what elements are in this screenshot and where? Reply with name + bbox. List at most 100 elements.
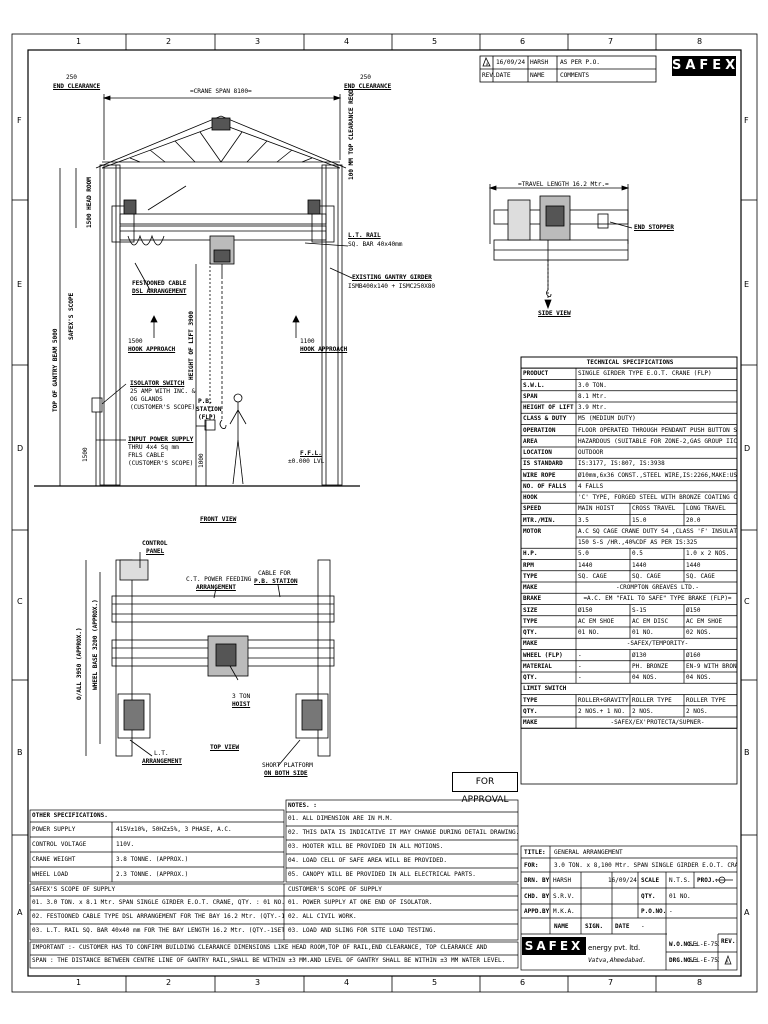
col-label: 8: [697, 978, 703, 987]
for-label: FOR:: [524, 862, 539, 869]
col-label: 3: [255, 978, 261, 987]
spec-motor-row-main-hoist: 5.0: [578, 550, 589, 558]
safex-scope-item: 02. FESTOONED CABLE TYPE DSL ARRANGEMENT…: [32, 913, 284, 920]
important-line2: SPAN : THE DISTANCE BETWEEN CENTRE LINE …: [32, 957, 506, 964]
spec-limit-row-label: TYPE: [523, 696, 538, 704]
note-item: 05. CANOPY WILL BE PROVIDED IN ALL ELECT…: [288, 871, 476, 878]
ffl-level: ±0.000 LVL: [288, 458, 325, 465]
spec-brake-row-label: TYPE: [523, 617, 538, 625]
hook-approach-left-value: 1500: [128, 338, 143, 345]
pb-station-line3: (FLP): [198, 414, 217, 421]
isolator-line4: (CUSTOMER'S SCOPE): [130, 404, 196, 411]
spec-row-value: FLOOR OPERATED THROUGH PENDANT PUSH BUTT…: [578, 426, 737, 434]
festooned-cable-label: FESTOONED CABLE: [132, 280, 187, 287]
spec-motor-row-long-travel: SQ. CAGE: [686, 572, 715, 580]
spec-brake-row-label: QTY.: [523, 629, 538, 636]
spec-motor-row-cross-travel: 1440: [632, 561, 647, 569]
spec-limit-row-long-travel: 2 NOS.: [686, 707, 708, 715]
qty-label: QTY.: [641, 893, 656, 900]
spec-motor-row-cross-travel: 0.5: [632, 550, 643, 558]
spec-motor-row-label: H.P.: [523, 550, 538, 558]
scale-label: SCALE: [641, 877, 660, 884]
spec-make-brake-value: -SAFEX/TEMPORITY-: [626, 640, 689, 648]
spec-motor-row-cross-travel: SQ. CAGE: [632, 572, 661, 580]
spec-make-limit-label: MAKE: [523, 719, 538, 726]
spec-wheel-row-long-travel: EN-9 WITH BRONZE LINING: [686, 662, 737, 670]
drg-label: DRG.NO.:: [669, 957, 697, 964]
spec-brake-row-long-travel: Ø150: [686, 606, 701, 614]
spec-wheel-row-long-travel: 04 NOS.: [686, 674, 712, 681]
notes-title: NOTES. :: [288, 802, 317, 809]
col-label: 7: [608, 978, 614, 987]
isolator-line2: 25 AMP WITH INC. &: [130, 388, 196, 395]
spec-motor-row-label: RPM: [523, 561, 534, 569]
wo-label: W.O.NO.:: [669, 941, 697, 948]
spec-wheel-row-long-travel: Ø160: [686, 651, 701, 659]
spec-speed-row-label: MTR./MIN.: [523, 516, 556, 524]
spec-brake-row-cross-travel: AC EM DISC: [632, 617, 669, 625]
title-value: GENERAL ARRANGEMENT: [554, 849, 623, 856]
note-item: 01. ALL DIMENSION ARE IN M.M.: [288, 815, 393, 822]
col-label: 6: [520, 37, 526, 46]
rev-value: A: [726, 959, 729, 964]
note-item: 03. HOOTER WILL BE PROVIDED IN ALL MOTIO…: [288, 843, 444, 850]
safex-scope-title: SAFEX'S SCOPE OF SUPPLY: [32, 886, 116, 893]
spec-wheel-row-cross-travel: Ø130: [632, 651, 647, 659]
lt-rail-size: SQ. BAR 40x40mm: [348, 241, 403, 248]
spec-row-label: CLASS & DUTY: [523, 415, 567, 423]
isolator-line3: OG GLANDS: [130, 396, 163, 403]
spec-row-label: OPERATION: [523, 426, 556, 434]
date-label: DATE: [615, 923, 630, 930]
cable-pb-line2: P.B. STATION: [254, 578, 298, 585]
spec-row-label: AREA: [523, 437, 538, 445]
logo-text: SAFEX: [672, 58, 740, 73]
pb-station-line2: STATION: [196, 406, 222, 413]
row-label: C: [744, 597, 750, 606]
title-label: TITLE:: [524, 849, 546, 856]
spec-row-value: 3.9 Mtr.: [578, 404, 607, 411]
qty-value: 01 NO.: [669, 893, 691, 900]
input-power-line2: THRU 4x4 Sq mm: [128, 444, 179, 451]
drn-label: DRN. BY: [524, 877, 550, 884]
spec-row-label: PRODUCT: [523, 370, 549, 378]
spec-brake-value: =A.C. EM "FAIL TO SAFE" TYPE BRAKE (FLP)…: [583, 595, 732, 603]
spec-motor-row-main-hoist: 1440: [578, 561, 593, 569]
spec-speed-row-long-travel: 20.0: [686, 516, 701, 524]
important-line1: IMPORTANT :- CUSTOMER HAS TO CONFIRM BUI…: [32, 944, 488, 951]
lt-rail-label: L.T. RAIL: [348, 232, 381, 239]
hook-approach-right-label: HOOK APPROACH: [300, 346, 348, 353]
company-suffix: energy pvt. ltd.: [588, 944, 641, 952]
spec-row-label: HEIGHT OF LIFT: [523, 404, 574, 411]
customer-scope-item: 02. ALL CIVIL WORK.: [288, 913, 357, 920]
row-label: F: [17, 116, 22, 125]
spec-brake-row-main-hoist: AC EM SHOE: [578, 617, 615, 625]
spec-row-label: S.W.L.: [523, 381, 545, 389]
spec-brake-row-main-hoist: 01 NO.: [578, 629, 600, 636]
spec-limit-row-main-hoist: ROLLER+GRAVITY: [578, 696, 629, 704]
other-spec-label: CRANE WEIGHT: [32, 856, 76, 863]
pb-station-line1: P.B.: [198, 398, 213, 405]
spec-speed-header-cross-travel: CROSS TRAVEL: [632, 505, 676, 513]
revision-header-date: DATE: [496, 72, 511, 79]
other-spec-value: 110V.: [116, 841, 135, 848]
spec-brake-row-long-travel: AC EM SHOE: [686, 617, 723, 625]
row-label: D: [17, 444, 24, 453]
end-clearance-right-value: 250: [360, 74, 371, 81]
spec-row-label: IS STANDARD: [523, 460, 563, 468]
col-label: 2: [166, 978, 172, 987]
spec-make-motor-value: -CROMPTON GREAVES LTD.-: [615, 584, 700, 591]
ffl-label: F.F.L.: [300, 450, 322, 457]
end-clearance-left-value: 250: [66, 74, 77, 81]
spec-wheel-row-cross-travel: PH. BRONZE: [632, 662, 669, 670]
spec-row-value: IS:3177, IS:807, IS:3938: [578, 460, 665, 468]
sign-label: SIGN.: [585, 923, 604, 930]
spec-row-value: OUTDOOR: [578, 449, 604, 456]
chd-label: CHD. BY: [524, 893, 550, 900]
spec-motor-row-long-travel: 1.0 x 2 NOS.: [686, 550, 730, 558]
end-clearance-right-label: END CLEARANCE: [344, 83, 392, 90]
scale-value: N.T.S.: [669, 877, 691, 884]
spec-brake-row-label: SIZE: [523, 606, 538, 614]
cable-pb-line1: CABLE FOR: [258, 570, 291, 577]
spec-row-value: 3.0 TON.: [578, 381, 607, 389]
